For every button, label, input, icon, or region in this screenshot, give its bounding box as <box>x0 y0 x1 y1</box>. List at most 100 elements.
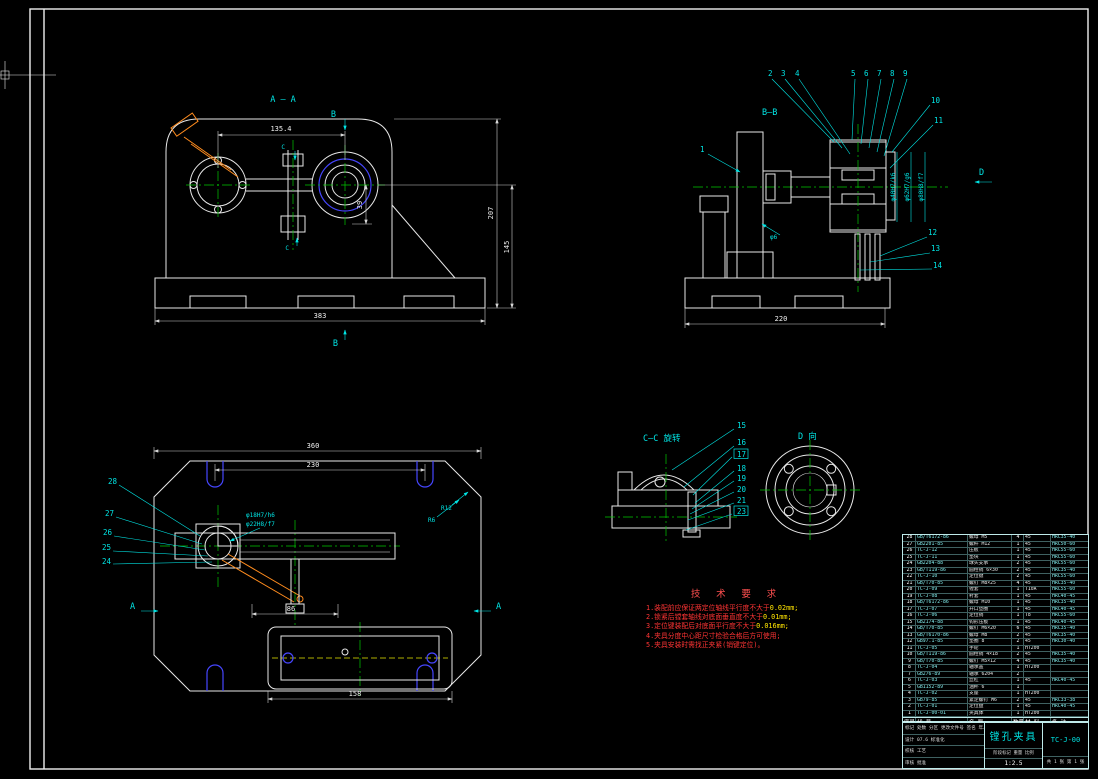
dim-slot-span: 230 <box>307 461 320 469</box>
bom-cell: 45 <box>1024 619 1051 625</box>
bom-cell: TC-J-01 <box>916 704 968 710</box>
bom-cell: 45 <box>1024 639 1051 645</box>
bom-cell: 1 <box>1012 704 1024 710</box>
callout-number: 23 <box>737 507 746 516</box>
front-view <box>154 112 486 309</box>
bom-cell: GB/T70-85 <box>916 626 968 632</box>
bom-cell: GB/T119-86 <box>916 652 968 658</box>
bom-cell: 28 <box>903 535 916 541</box>
bom-cell: 4 <box>1012 535 1024 541</box>
section-label-aa: A — A <box>270 95 296 105</box>
callout-number: 16 <box>737 438 747 447</box>
bom-cell: 45 <box>1024 535 1051 541</box>
bom-cell <box>1051 691 1088 697</box>
dim-sub-width: 158 <box>349 690 362 698</box>
bom-cell: GB2204-88 <box>916 561 968 567</box>
bom-cell <box>1024 671 1051 677</box>
d-view: D 向 <box>760 431 860 540</box>
bom-cell: 圆柱销 6×30 <box>968 567 1012 573</box>
title-block-row: 标记 处数 分区 更改文件号 签名 年、月、日 <box>903 723 984 735</box>
tech-requirements-title: 技 术 要 求 <box>690 589 782 600</box>
dim-center-height: 145 <box>503 241 511 254</box>
bom-cell: 19 <box>903 593 916 599</box>
bom-cell: HT200 <box>1024 710 1051 716</box>
bom-cell: 轴承盖 <box>968 665 1012 671</box>
bom-cell: 1 <box>1012 684 1024 690</box>
bom-cell: 手轮 <box>968 645 1012 651</box>
bom-cell: 2 <box>1012 652 1024 658</box>
tech-requirement-item: 5.夹具安装时需找正夹紧(销键定位)。 <box>646 640 765 649</box>
callout-number: 26 <box>103 528 113 537</box>
cc-section-view <box>605 454 737 544</box>
bom-cell: 2 <box>1012 632 1024 638</box>
bom-cell: 6 <box>1012 626 1024 632</box>
bom-cell <box>1051 646 1088 652</box>
bom-cell: 球头支承 <box>968 561 1012 567</box>
bom-cell: 9 <box>903 658 916 664</box>
callout-number: 15 <box>737 421 746 430</box>
bom-cell: 15 <box>903 619 916 625</box>
bom-cell: 2 <box>1012 639 1024 645</box>
radius-label: R6 <box>428 517 436 524</box>
callout-number: 19 <box>737 474 746 483</box>
bom-cell: 夹具体 <box>968 710 1012 716</box>
bom-cell: TC-J-00-01 <box>916 710 968 716</box>
bom-cell: HRC35-40 <box>1052 658 1076 664</box>
bom-cell: HRC55-60 <box>1052 548 1076 553</box>
bom-cell: 1 <box>903 710 916 716</box>
bom-cell: 1 <box>1012 554 1024 560</box>
part-name: 镗孔夹具 <box>989 732 1038 743</box>
dim-offset: 39 <box>356 201 364 209</box>
title-block: 标记 处数 分区 更改文件号 签名 年、月、日 设计 07.6 标准化 校核 工… <box>902 722 1089 769</box>
bom-cell: TC-J-02 <box>916 691 968 697</box>
bom-cell: 25 <box>903 554 916 560</box>
bom-cell: 1 <box>1012 710 1024 716</box>
bom-cell: 开口垫圈 <box>968 606 1012 612</box>
bom-cell: 丝杠 <box>968 678 1012 684</box>
tech-requirement-item: 3.定位键装配后对底面平行度不大于0.016mm; <box>646 622 789 631</box>
pin-dim-label: φ6 <box>770 234 778 241</box>
bom-cell: 1 <box>1012 613 1024 619</box>
section-label-bb: B—B <box>762 108 777 118</box>
bom-cell: 1 <box>1012 541 1024 547</box>
bom-cell: 13 <box>903 632 916 638</box>
bom-cell: HRC35-40 <box>1052 626 1076 631</box>
bom-cell: 1 <box>1012 619 1024 625</box>
bom-cell: GB/T70-85 <box>916 658 968 664</box>
bom-cell: 轴承 6204 <box>968 671 1012 677</box>
bom-cell: TC-J-07 <box>916 606 968 612</box>
callout-number: 25 <box>102 543 111 552</box>
bom-cell: 1 <box>1012 691 1024 697</box>
bom-cell: TC-J-11 <box>916 554 968 560</box>
bom-cell: 1 <box>1012 548 1024 554</box>
bom-cell: 45 <box>1024 548 1051 554</box>
sheet-count: 共 1 张 第 1 张 <box>1043 756 1088 768</box>
bom-cell: 27 <box>903 541 916 547</box>
bom-cell: 12 <box>903 639 916 645</box>
callout-number: 8 <box>890 69 895 78</box>
bom-cell: HRC35-40 <box>1052 535 1076 540</box>
bom-cell: 2 <box>1012 697 1024 703</box>
bom-cell: GB276-89 <box>916 671 968 677</box>
bom-cell: 20 <box>903 587 916 593</box>
fit-dim-label: φ18H7/h6 <box>246 512 275 519</box>
callout-number: 21 <box>737 496 746 505</box>
bom-cell: 1 <box>1012 606 1024 612</box>
bom-cell <box>1051 711 1088 717</box>
callout-number: 20 <box>737 485 747 494</box>
